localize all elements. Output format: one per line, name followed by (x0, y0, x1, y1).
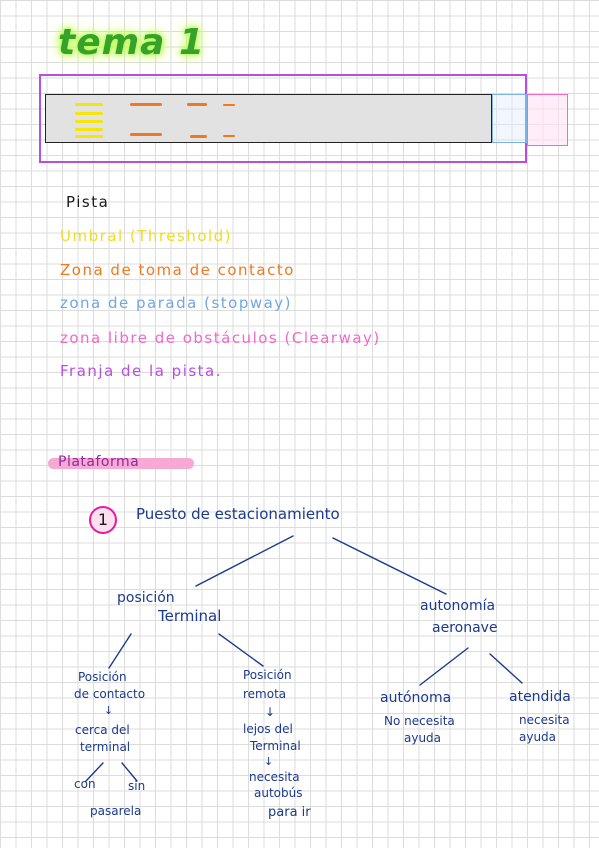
legend-pista: Pista (66, 193, 110, 211)
node-remota-line1: Posición (243, 668, 292, 682)
legend-umbral: Umbral (Threshold) (60, 227, 233, 245)
node-terminal-line1: posición (117, 590, 175, 606)
touchdown-mark (130, 103, 162, 106)
node-sin: sin (128, 779, 146, 793)
node-necesita-ayuda-line2: ayuda (519, 730, 557, 744)
branch-line (419, 647, 469, 686)
branch-line (489, 653, 523, 684)
node-necesita-ayuda-line1: necesita (519, 713, 570, 727)
threshold-mark (75, 103, 103, 106)
touchdown-mark (223, 135, 235, 137)
node-remota-line2: remota (243, 687, 287, 701)
node-terminal-line2: Terminal (158, 607, 222, 625)
branch-line (108, 633, 132, 669)
down-arrow-icon: ↓ (265, 705, 276, 719)
node-atendida: atendida (509, 689, 571, 705)
node-pasarela: pasarela (90, 804, 142, 818)
threshold-mark (75, 112, 103, 115)
down-arrow-icon: ↓ (104, 704, 114, 717)
node-cerca-line2: terminal (80, 740, 131, 754)
stopway-rectangle (492, 94, 527, 143)
node-contacto-line2: de contacto (74, 687, 146, 701)
page-title: tema 1 (58, 22, 206, 63)
node-autobus-line2: autobús (254, 786, 303, 800)
node-autonomia-line1: autonomía (420, 598, 496, 614)
legend-zona-toma: Zona de toma de contacto (60, 261, 295, 279)
threshold-mark (75, 120, 103, 123)
down-arrow-icon: ↓ (264, 755, 274, 768)
node-no-necesita-line1: No necesita (384, 714, 455, 728)
branch-line (195, 535, 294, 587)
touchdown-mark (190, 135, 207, 138)
branch-line (218, 633, 264, 667)
legend-zona-parada: zona de parada (stopway) (60, 294, 293, 312)
node-lejos-line1: lejos del (243, 722, 293, 736)
branch-line (85, 762, 104, 782)
plataforma-highlight (48, 458, 194, 469)
branch-line (332, 537, 447, 595)
node-autonomia-line2: aeronave (432, 620, 498, 636)
legend-franja: Franja de la pista. (60, 362, 223, 380)
item-number-circle: 1 (89, 506, 117, 534)
branch-line (121, 762, 138, 782)
node-autobus-line1: necesita (249, 770, 300, 784)
legend-zona-libre: zona libre de obstáculos (Clearway) (60, 329, 381, 347)
clearway-rectangle (527, 94, 568, 146)
node-cerca-line1: cerca del (75, 723, 130, 737)
plataforma-heading: Plataforma (58, 454, 140, 470)
touchdown-mark (223, 104, 235, 106)
threshold-mark (75, 128, 103, 131)
touchdown-mark (187, 103, 207, 106)
node-lejos-line2: Terminal (250, 739, 301, 753)
runway-rectangle (45, 94, 492, 143)
node-autobus-line3: para ir (268, 805, 311, 820)
node-no-necesita-line2: ayuda (404, 731, 442, 745)
tree-root: Puesto de estacionamiento (136, 505, 340, 523)
node-con: con (74, 777, 96, 791)
threshold-mark (75, 135, 103, 138)
node-contacto-line1: Posición (78, 670, 127, 684)
touchdown-mark (130, 133, 162, 136)
node-autonoma: autónoma (380, 690, 452, 706)
